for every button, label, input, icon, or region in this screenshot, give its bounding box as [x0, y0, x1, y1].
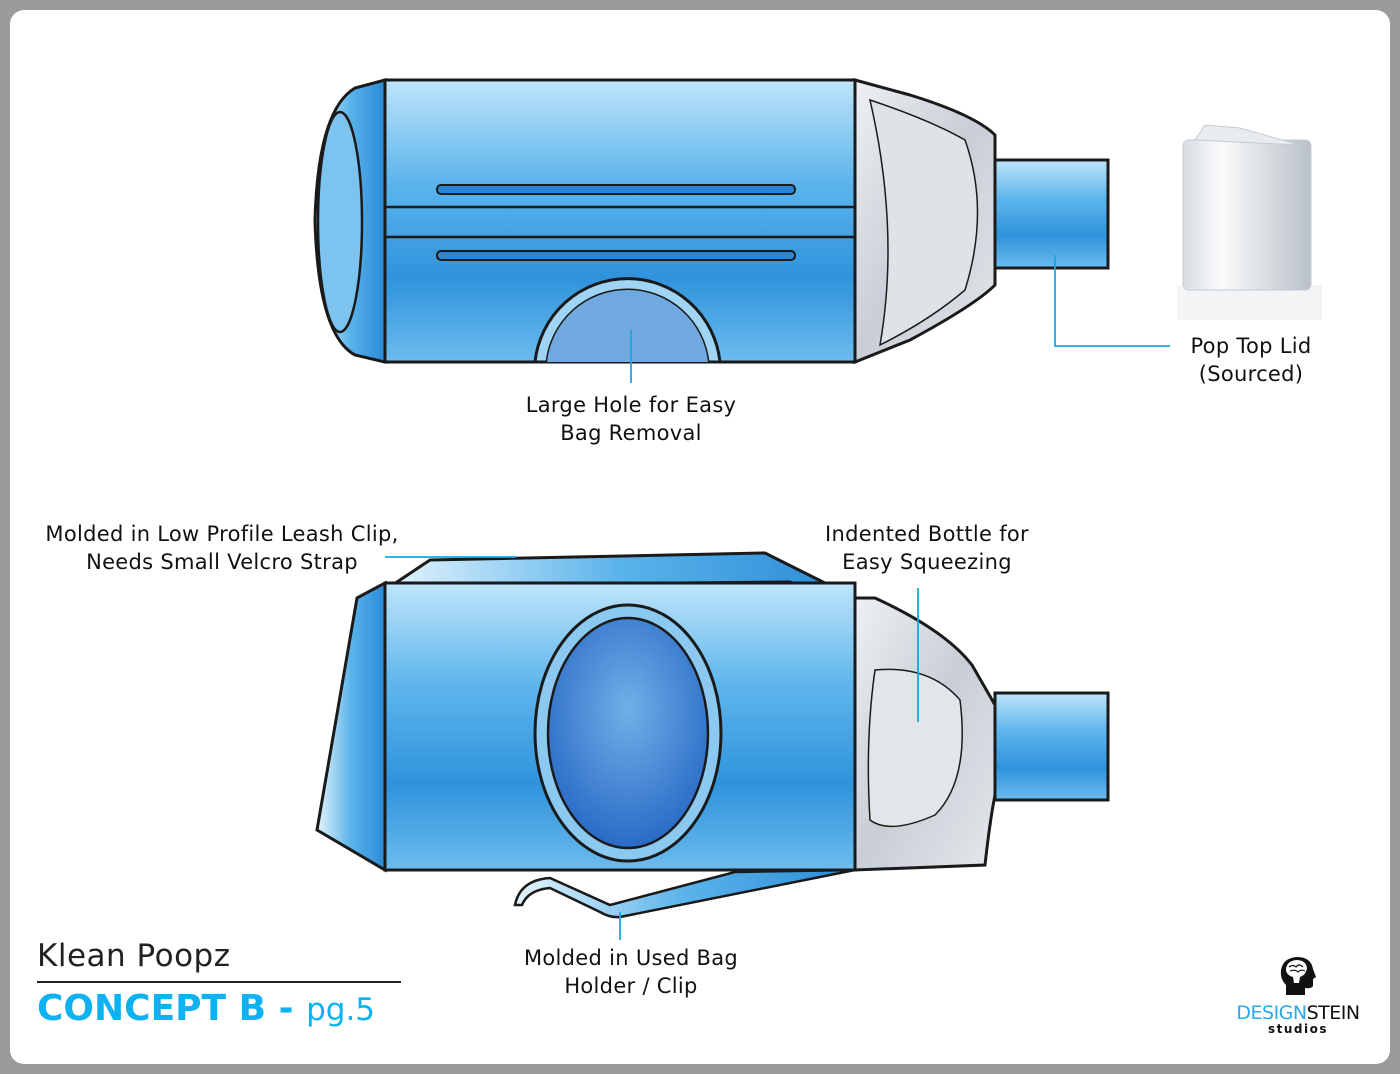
- top-end-opening: [316, 110, 364, 334]
- logo-part-design: DESIGN: [1236, 1002, 1307, 1024]
- bottom-bottle-view: [315, 551, 1110, 919]
- leader-pop-top: [1054, 255, 1170, 347]
- title-divider: [37, 981, 401, 983]
- callout-line: Bag Removal: [560, 421, 702, 445]
- leader-lines: [385, 255, 1170, 940]
- callout-line: Needs Small Velcro Strap: [86, 550, 358, 574]
- top-slot-upper: [436, 184, 796, 195]
- top-spout: [993, 158, 1110, 270]
- logo-part-stein: STEIN: [1306, 1002, 1361, 1024]
- designstein-logo: DESIGNSTEIN studios: [1228, 955, 1368, 1035]
- callout-large-hole: Large Hole for Easy Bag Removal: [511, 391, 751, 447]
- product-name: Klean Poopz: [37, 938, 231, 974]
- brain-head-icon: [1280, 957, 1316, 995]
- top-channel: [385, 205, 855, 239]
- concept-separator: -: [266, 988, 307, 1029]
- callout-line: Large Hole for Easy: [525, 393, 737, 417]
- top-indent: [868, 98, 979, 347]
- top-slot-lower: [436, 250, 796, 261]
- logo-subtitle: studios: [1267, 1022, 1328, 1036]
- callout-line: Easy Squeezing: [842, 550, 1012, 574]
- page-label: pg.5: [306, 992, 376, 1028]
- callout-line: Holder / Clip: [564, 974, 698, 998]
- concept-heading: CONCEPT B - pg.5: [37, 988, 375, 1029]
- callout-line: (Sourced): [1198, 362, 1304, 386]
- callout-line: Molded in Used Bag: [523, 946, 739, 970]
- bag-holder-clip: [513, 868, 856, 919]
- callout-line: Indented Bottle for: [825, 522, 1029, 546]
- pop-top-lid-photo: [1177, 124, 1322, 320]
- bottom-end-cap: [315, 580, 387, 873]
- callout-pop-top: Pop Top Lid (Sourced): [1171, 332, 1331, 388]
- logo-wordmark: DESIGNSTEIN: [1228, 1003, 1368, 1023]
- bag-window: [546, 616, 710, 850]
- top-bottle-view: [313, 78, 1110, 365]
- bottom-spout: [993, 691, 1110, 802]
- bottom-indent: [867, 668, 963, 828]
- callout-line: Pop Top Lid: [1190, 334, 1312, 358]
- bag-inside: [547, 289, 708, 362]
- callout-line: Molded in Low Profile Leash Clip,: [45, 522, 399, 546]
- callout-leash-clip: Molded in Low Profile Leash Clip, Needs …: [22, 520, 422, 576]
- top-body: [383, 78, 857, 364]
- callout-bag-holder: Molded in Used Bag Holder / Clip: [506, 944, 756, 1000]
- concept-label: CONCEPT B: [37, 988, 267, 1029]
- callout-indented: Indented Bottle for Easy Squeezing: [807, 520, 1047, 576]
